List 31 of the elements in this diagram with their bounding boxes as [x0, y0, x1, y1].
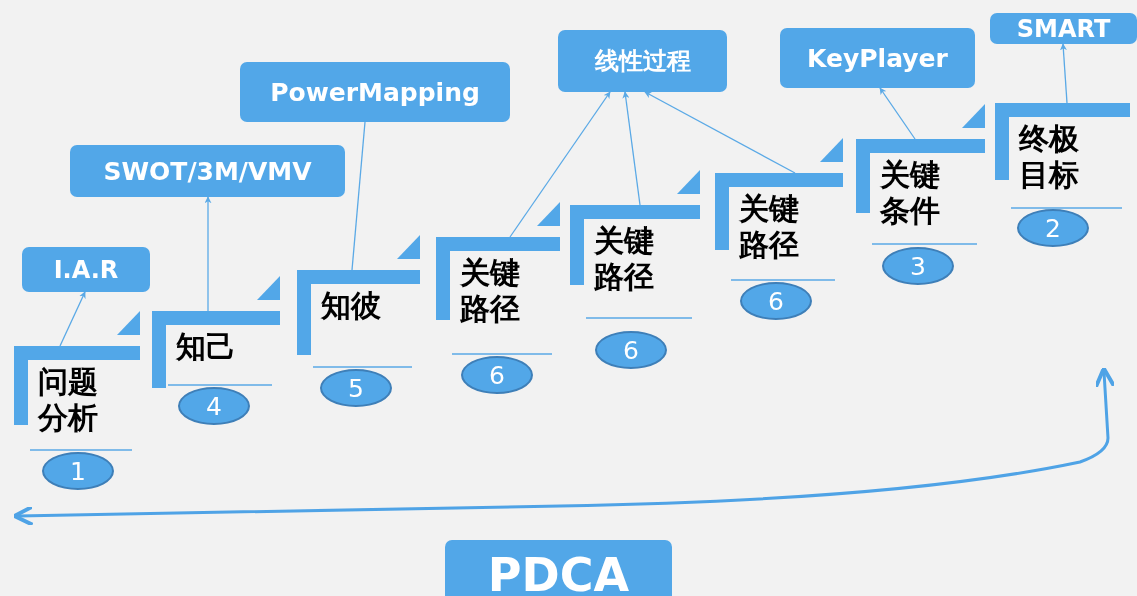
- step-label: 关键路径: [594, 223, 655, 295]
- label-box: I.A.R: [22, 247, 150, 292]
- connector-line: [351, 121, 366, 271]
- arrow: [879, 87, 916, 140]
- number-oval: 3: [882, 247, 954, 285]
- step-label: 知己: [176, 329, 237, 365]
- label-box: KeyPlayer: [780, 28, 975, 88]
- arrow: [622, 91, 641, 206]
- number-oval: 2: [1017, 209, 1089, 247]
- number-oval: 6: [461, 356, 533, 394]
- step-label: 知彼: [321, 288, 382, 324]
- number-oval: 1: [42, 452, 114, 490]
- number-oval: 5: [320, 369, 392, 407]
- arrow: [509, 91, 611, 238]
- step-label: 关键路径: [460, 255, 521, 327]
- arrow: [204, 196, 212, 312]
- label-box: PowerMapping: [240, 62, 510, 122]
- number-oval: 4: [178, 387, 250, 425]
- label-box: SMART: [990, 13, 1137, 44]
- number-oval: 6: [595, 331, 667, 369]
- step-label: 问题分析: [38, 364, 99, 436]
- arrow: [644, 91, 796, 174]
- arrow: [59, 291, 86, 347]
- label-box: SWOT/3M/VMV: [70, 145, 345, 197]
- number-oval: 6: [740, 282, 812, 320]
- label-box: 线性过程: [558, 30, 727, 92]
- arrow: [1059, 43, 1068, 104]
- step-label: 关键路径: [739, 191, 800, 263]
- label-box: PDCA: [445, 540, 672, 596]
- step-label: 关键条件: [880, 157, 941, 229]
- step-label: 终极目标: [1019, 121, 1080, 193]
